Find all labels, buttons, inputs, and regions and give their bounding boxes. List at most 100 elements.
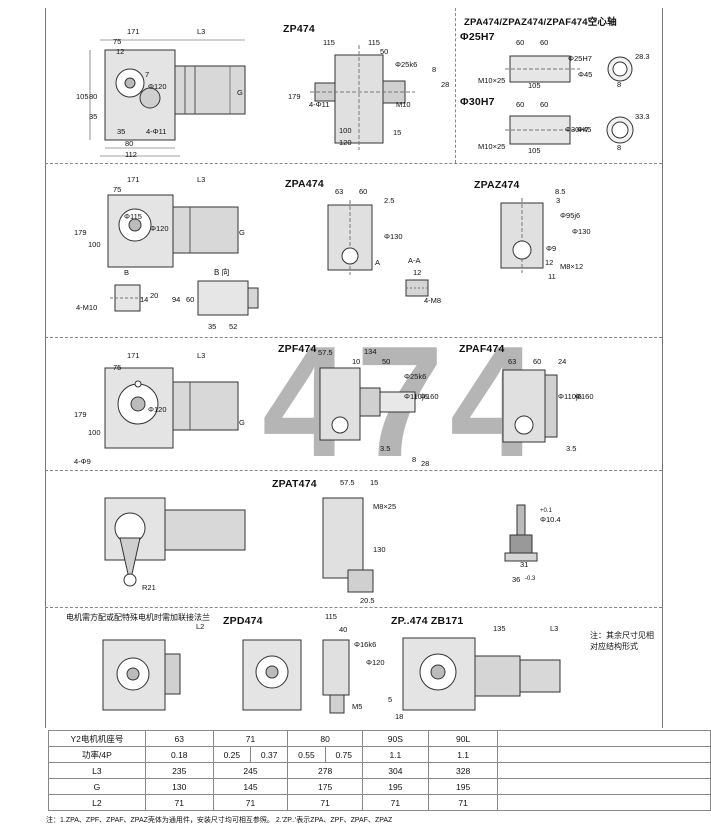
spec-cell: 278: [287, 762, 363, 779]
zpat474-dim: 20.5: [360, 596, 375, 605]
zpa474-b-view-label: B 向: [214, 268, 230, 277]
spec-cell: 328: [427, 762, 499, 779]
zp474-dim: L3: [197, 27, 206, 36]
spec-empty-cell: [497, 794, 711, 811]
zp474-dim: 105: [76, 92, 89, 101]
zpaz474-dim: Φ95j6: [560, 211, 581, 220]
zp474-dim: 7: [145, 70, 150, 79]
zpf474-dim: 10: [352, 357, 361, 366]
zp474-dim: 80: [125, 139, 134, 148]
zb171-title: ZP..474 ZB171: [391, 615, 464, 627]
zpa474-side-drawing: [327, 200, 373, 275]
zpa474-dim: 35: [208, 322, 217, 331]
zpf474-dim: G: [239, 418, 245, 427]
spec-row-label: L2: [48, 794, 146, 811]
spec-cell: 245: [212, 762, 289, 779]
zpf474-dim: Φ160: [420, 392, 439, 401]
zpa474-aa-drawing: [405, 279, 429, 297]
zpa474-dim: 60: [186, 295, 195, 304]
hollow-dim: 60: [516, 38, 525, 47]
zpf474-dim: 75: [113, 363, 122, 372]
spec-row-label: L3: [48, 762, 146, 779]
hollow-dim: 105: [528, 146, 541, 155]
separator-4: [45, 607, 662, 608]
spec-cell: 145: [212, 778, 289, 795]
spec-cell: 1.1: [361, 746, 429, 763]
zpf474-dim: Φ110j6: [404, 392, 428, 401]
zp474-dim: M10: [396, 100, 411, 109]
zpd474-dim: 115: [325, 612, 337, 621]
zpa474-front-drawing: [107, 194, 239, 268]
zpa474-dim: L3: [197, 175, 206, 184]
spec-empty-cell: [497, 778, 711, 795]
footer-note: 注：1.ZPA、ZPF、ZPAF、ZPAZ壳体为通用件，安装尺寸均可相互参照。 …: [46, 817, 393, 824]
zp474-dim: Φ25k6: [395, 60, 418, 69]
zpa474-dim: 60: [359, 187, 368, 196]
zpaz474-dim: 12: [545, 258, 554, 267]
zpa474-dim: 179: [74, 228, 87, 237]
zpf474-front-drawing: [104, 367, 239, 449]
zpat474-dim: 36: [512, 575, 521, 584]
zpat474-dim: 15: [370, 478, 379, 487]
hollow-dim: 8: [617, 143, 622, 152]
hollow-dim: M10×25: [478, 76, 506, 85]
zpaf474-dim: 3.5: [566, 444, 577, 453]
zpaz474-dim: 11: [548, 272, 556, 281]
zpaf474-dim: 60: [533, 357, 542, 366]
zpa474-dim: 63: [335, 187, 344, 196]
zp474-dim: 171: [127, 27, 140, 36]
hollow-dim: Φ45: [578, 70, 593, 79]
zpaf474-drawing: [502, 369, 558, 443]
zp474-dim: 15: [393, 128, 402, 137]
zpf474-dim: Φ25k6: [404, 372, 427, 381]
zpa474-dim: G: [239, 228, 245, 237]
zp474-dim: 80: [89, 92, 98, 101]
zpat474-dim: 57.5: [340, 478, 355, 487]
zpf474-dim: 57.5: [318, 348, 333, 357]
zpat474-side-drawing: [322, 497, 374, 593]
zp474-dim: 100: [339, 126, 352, 135]
zp474-dim: 115: [323, 38, 335, 47]
zp474-dim: 35: [89, 112, 98, 121]
spec-cell: 63: [144, 730, 214, 747]
zpd474-dim: 40: [339, 625, 348, 634]
spec-cell: 0.55: [287, 746, 326, 763]
zpa474-dim: Φ120: [150, 224, 169, 233]
hollow-dim: 60: [540, 38, 549, 47]
zp474-dim: 12: [116, 47, 125, 56]
zpd474-dim: Φ16k6: [354, 640, 377, 649]
zp474-front-drawing: [89, 39, 246, 157]
spec-cell: 195: [361, 778, 429, 795]
zb171-dim: 135: [493, 624, 506, 633]
zpa474-dim: 171: [127, 175, 140, 184]
spec-cell: 71: [212, 730, 289, 747]
spec-row-label: Y2电机机座号: [48, 730, 146, 747]
zpaf474-title: ZPAF474: [459, 343, 505, 355]
zpf474-dim: L3: [197, 351, 206, 360]
hollow-25-drawing: [505, 55, 633, 83]
hollow-30-title: Φ30H7: [460, 96, 495, 108]
zp474-dim: 112: [125, 150, 137, 159]
zpa474-dim: 4-M8: [424, 296, 442, 305]
spec-cell: 175: [287, 778, 363, 795]
spec-cell: 1.1: [427, 746, 499, 763]
zpaz474-dim: Φ9: [546, 244, 557, 253]
spec-empty-cell: [497, 746, 711, 763]
hollow-dim: 28.3: [635, 52, 650, 61]
zpaz474-dim: 8.5: [555, 187, 566, 196]
zpat474-title: ZPAT474: [272, 478, 317, 490]
side-note: 注：其余尺寸见相对应结构形式: [590, 631, 654, 651]
zp474-title: ZP474: [283, 23, 315, 35]
hollow-dim: 105: [528, 81, 541, 90]
zpa474-dim: Φ130: [384, 232, 403, 241]
separator-2: [45, 337, 662, 338]
zpa474-dim: B: [124, 268, 130, 277]
zpd474-side-drawing: [322, 639, 350, 714]
zpaz474-title: ZPAZ474: [474, 179, 520, 191]
zb171-drawing: [402, 637, 561, 711]
hollow-dim: M10×25: [478, 142, 506, 151]
zpf474-title: ZPF474: [278, 343, 317, 355]
spec-cell: 130: [144, 778, 214, 795]
